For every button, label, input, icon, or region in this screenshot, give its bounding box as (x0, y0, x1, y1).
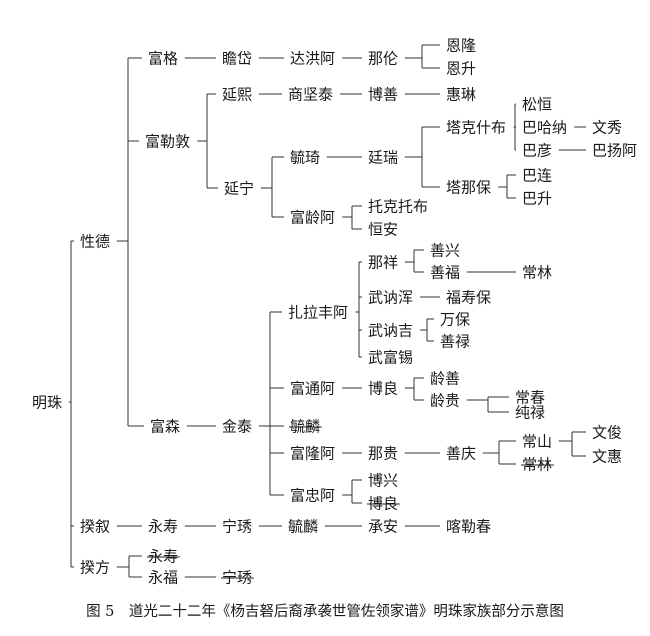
person-node: 恒安 (368, 220, 398, 238)
person-node: 金泰 (222, 417, 252, 435)
person-node: 常林 (522, 455, 552, 473)
person-node: 巴哈纳 (522, 118, 567, 136)
person-node: 富森 (150, 417, 180, 435)
person-node: 塔那保 (446, 178, 491, 196)
person-node: 富龄阿 (290, 208, 335, 226)
person-node: 商坚泰 (288, 85, 333, 103)
person-node: 巴彦 (522, 141, 552, 159)
person-node: 永寿 (148, 547, 178, 565)
person-node: 博良 (368, 494, 398, 512)
person-node: 文秀 (592, 118, 622, 136)
person-node: 富格 (148, 49, 178, 67)
person-node: 性德 (80, 232, 110, 250)
person-node: 瞻岱 (222, 49, 252, 67)
person-node: 延熙 (222, 85, 252, 103)
person-node: 常山 (522, 432, 552, 450)
person-node: 常春 (515, 388, 545, 406)
person-node: 托克托布 (368, 197, 428, 215)
person-node: 巴连 (522, 166, 552, 184)
person-node: 富勒敦 (145, 132, 190, 150)
person-node: 揆叙 (80, 517, 110, 535)
person-node: 武讷吉 (368, 321, 413, 339)
person-node: 福寿保 (446, 288, 491, 306)
tree-edges (68, 44, 586, 579)
person-node: 富忠阿 (290, 486, 335, 504)
person-node: 恩隆 (446, 36, 476, 54)
person-node: 善庆 (446, 444, 476, 462)
person-node: 富通阿 (290, 379, 335, 397)
person-node: 富隆阿 (290, 444, 335, 462)
person-node: 达洪阿 (290, 49, 335, 67)
person-node: 延宁 (224, 179, 254, 197)
person-node: 博良 (368, 379, 398, 397)
person-node: 善兴 (430, 241, 460, 259)
person-node: 善禄 (440, 332, 470, 350)
person-node: 文惠 (592, 447, 622, 465)
person-node: 明珠 (32, 393, 62, 411)
person-node: 巴升 (522, 189, 552, 207)
person-node: 塔克什布 (446, 118, 506, 136)
person-node: 博善 (368, 85, 398, 103)
person-node: 万保 (440, 310, 470, 328)
person-node: 那贵 (368, 444, 398, 462)
person-node: 揆方 (80, 558, 110, 576)
person-node: 文俊 (592, 423, 622, 441)
person-node: 毓琦 (290, 148, 320, 166)
person-node: 龄善 (430, 369, 460, 387)
person-node: 善福 (430, 263, 460, 281)
person-node: 龄贵 (430, 391, 460, 409)
person-node: 武富锡 (368, 348, 413, 366)
person-node: 宁琇 (222, 568, 252, 586)
person-node: 武讷浑 (368, 288, 413, 306)
person-node: 扎拉丰阿 (288, 303, 348, 321)
person-node: 松恒 (522, 95, 552, 113)
person-node: 那伦 (368, 49, 398, 67)
person-node: 承安 (368, 517, 398, 535)
person-node: 永寿 (148, 517, 178, 535)
figure-caption: 图 5 道光二十二年《杨吉砮后裔承袭世管佐领家谱》明珠家族部分示意图 (86, 604, 564, 620)
person-node: 毓麟 (290, 417, 320, 435)
person-node: 纯禄 (515, 403, 545, 421)
person-node: 博兴 (368, 471, 398, 489)
person-node: 永福 (148, 568, 178, 586)
person-node: 廷瑞 (368, 148, 398, 166)
person-node: 惠琳 (446, 85, 476, 103)
person-node: 恩升 (446, 59, 476, 77)
person-node: 巴扬阿 (592, 141, 637, 159)
person-node: 常林 (522, 263, 552, 281)
person-node: 喀勒春 (446, 517, 491, 535)
person-node: 那祥 (368, 253, 398, 271)
person-node: 宁琇 (222, 517, 252, 535)
person-node: 毓麟 (288, 517, 318, 535)
